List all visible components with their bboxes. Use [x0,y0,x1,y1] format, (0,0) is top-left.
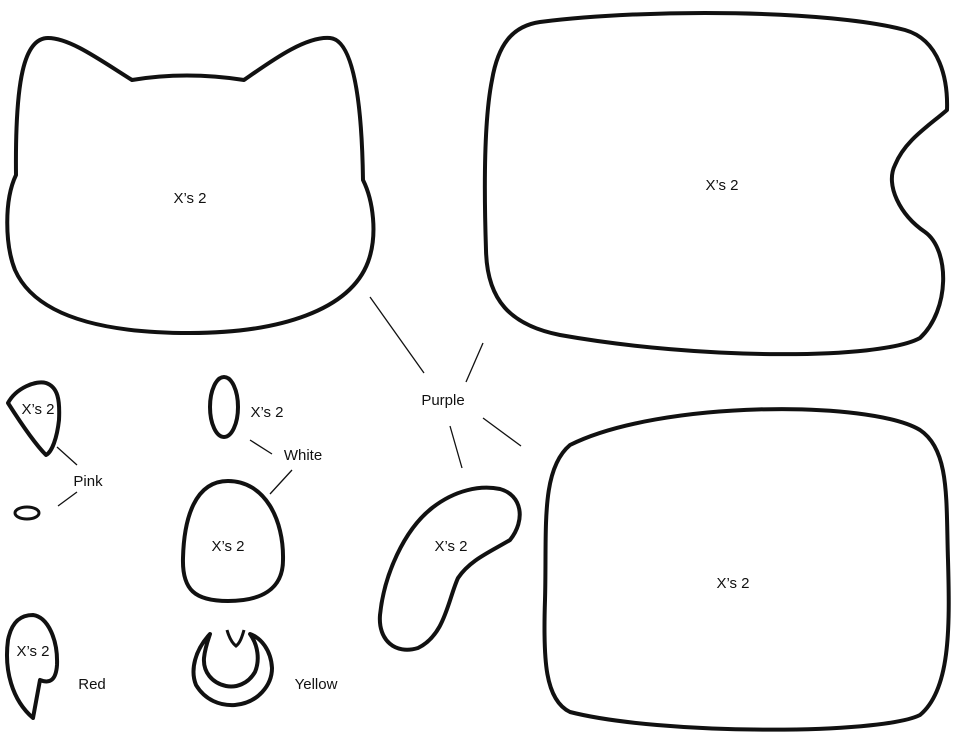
lower-body-piece [542,407,951,732]
white-eye-oval [208,375,240,439]
white-belly-piece [180,479,286,603]
pink-leader-oval [57,491,78,507]
large-body-piece [482,11,950,357]
red-piece-label: X’s 2 [16,643,49,660]
red-label: Red [78,676,106,693]
pink-ear-label: X’s 2 [21,401,54,418]
purple-label: Purple [421,392,464,409]
cat-head-piece [5,35,376,335]
red-piece [5,613,60,720]
white-label: White [284,447,322,464]
cat-head-label: X’s 2 [173,190,206,207]
yellow-crescent-piece [191,632,274,708]
belly-label: X’s 2 [211,538,244,555]
lower-body-label: X’s 2 [716,575,749,592]
pink-label: Pink [73,473,103,490]
pink-leader-ear [56,446,78,466]
purple-leader-body [465,342,484,383]
pink-nose-oval [13,505,41,521]
pink-ear-piece [6,380,62,457]
arm-piece [377,485,522,652]
large-body-label: X’s 2 [705,177,738,194]
purple-leader-lower [482,417,522,447]
arm-label: X’s 2 [434,538,467,555]
yellow-crescent-notch [225,629,246,648]
purple-leader-arm [449,425,463,469]
purple-leader-head [369,296,425,374]
white-leader-belly [269,469,293,495]
yellow-label: Yellow [295,676,338,693]
eye-oval-label: X’s 2 [250,404,283,421]
white-leader-eye [249,439,273,455]
